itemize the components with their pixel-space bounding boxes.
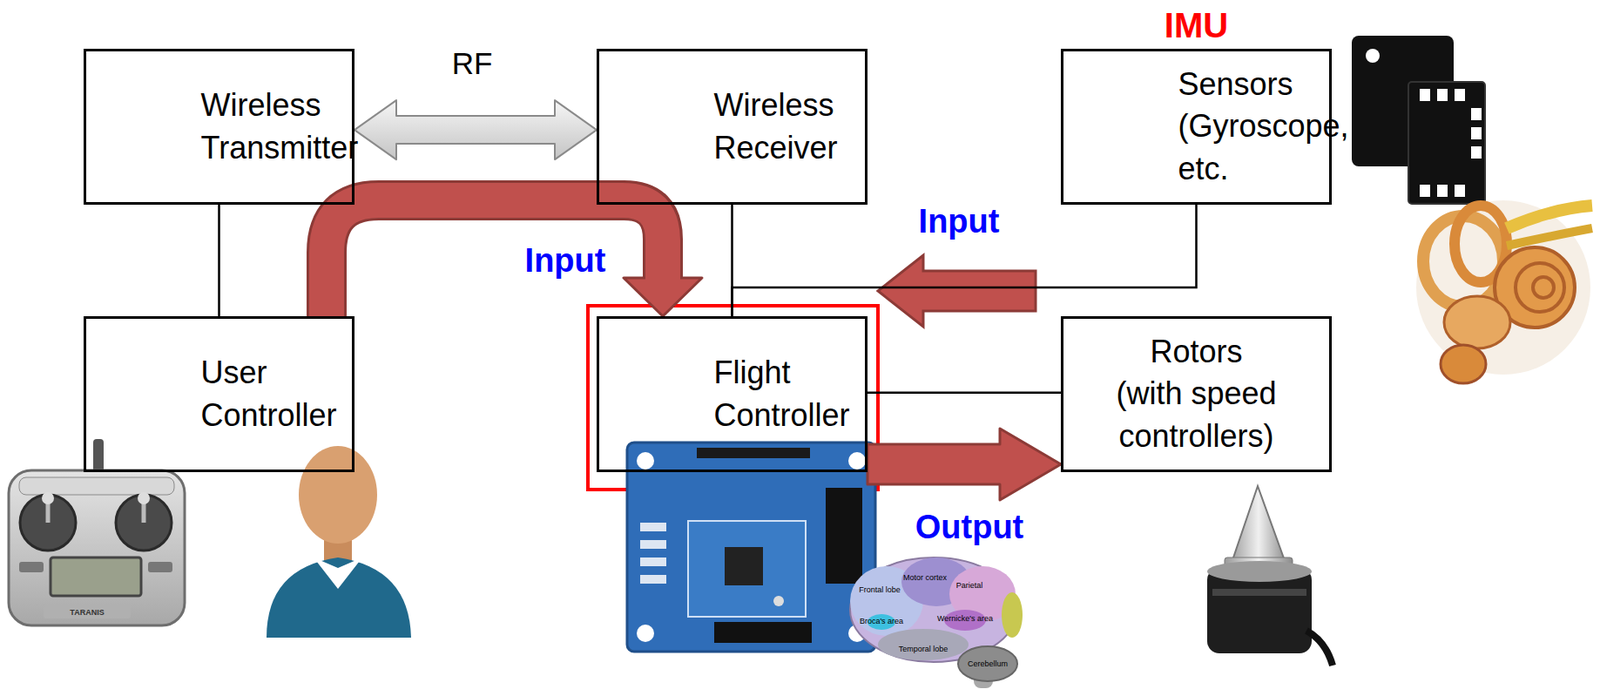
inner-ear-picture-part <box>1506 205 1593 229</box>
imu-chip-picture-part <box>1419 184 1431 197</box>
radio-transmitter-picture-part <box>41 492 55 505</box>
box-label: Wireless Transmitter <box>201 84 238 169</box>
connector <box>354 100 597 160</box>
imu-chip-picture-part <box>1419 88 1431 102</box>
radio-transmitter-picture-part <box>8 470 185 626</box>
flight-controller-board-picture-part <box>848 452 866 470</box>
flight-controller-board-picture-part <box>714 621 812 643</box>
motor-picture-part <box>1306 630 1333 666</box>
inner-ear-picture-part <box>1416 200 1591 375</box>
inner-ear-picture-part <box>1515 263 1565 312</box>
imu-chip-picture-part <box>1365 48 1380 63</box>
process-box: Wireless Receiver <box>596 48 868 205</box>
user-person-icon <box>266 445 412 638</box>
process-box: Rotors (with speed controllers) <box>1060 316 1332 473</box>
brain-picture <box>850 557 1023 689</box>
connector <box>326 200 703 317</box>
flight-controller-board-picture-part <box>640 540 667 549</box>
arrow-head <box>623 277 703 317</box>
connector <box>867 391 1061 393</box>
motor-picture <box>1207 486 1333 666</box>
flight-controller-board-picture-part <box>825 487 863 584</box>
brain-region-label: Broca's area <box>859 616 904 626</box>
motor-picture-part <box>1207 560 1312 582</box>
input-block-arrow <box>877 255 1036 327</box>
input-label: Input <box>918 202 1000 242</box>
brain-picture-part <box>958 646 1018 682</box>
flight-controller-board-picture-part <box>627 442 876 652</box>
connector <box>218 204 220 317</box>
brain-region-label: Wernicke's area <box>937 614 993 623</box>
edge-label: Input <box>525 242 607 281</box>
connector-line <box>217 204 221 317</box>
user-person-icon-part <box>298 445 378 544</box>
box-label: Rotors (with speed controllers) <box>1114 330 1278 459</box>
brain-picture-part <box>1001 592 1023 638</box>
radio-transmitter-picture-part <box>43 604 131 619</box>
box-label: Flight Controller <box>714 351 751 437</box>
user-person-icon-part <box>266 557 412 638</box>
process-box: Wireless Transmitter <box>83 48 355 205</box>
motor-picture-part <box>1229 486 1288 568</box>
inner-ear-picture-part <box>1444 296 1511 349</box>
inner-ear-picture-part <box>1506 228 1593 246</box>
flight-controller-board-picture-part <box>640 557 667 567</box>
inner-ear-picture-part <box>1423 216 1504 307</box>
radio-transmitter-picture-part <box>137 492 150 505</box>
connector-line <box>867 391 1061 394</box>
flight-controller-board-picture <box>627 442 876 652</box>
rf-double-arrow <box>354 100 597 160</box>
box-label: Sensors (Gyroscope, etc. <box>1178 63 1216 191</box>
imu-chip-picture-part <box>1437 88 1448 102</box>
imu-chip-picture-part <box>1454 184 1465 197</box>
brain-picture-part <box>877 628 969 661</box>
radio-transmitter-picture <box>8 438 185 626</box>
block-arrow-outline <box>326 200 663 317</box>
edge-label: Output <box>915 508 1025 547</box>
brain-region-label: Motor cortex <box>903 573 947 582</box>
imu-chip-picture-part <box>1437 184 1448 197</box>
process-box: IMUSensors (Gyroscope, etc. <box>1060 48 1332 205</box>
inner-ear-picture-part <box>1532 276 1554 298</box>
flight-controller-board-picture-part <box>640 574 667 584</box>
box-label: User Controller <box>201 351 238 437</box>
inner-ear-picture <box>1416 200 1593 384</box>
brain-region-label: Cerebellum <box>967 659 1008 669</box>
flight-controller-board-picture-part <box>688 520 806 617</box>
radio-transmitter-picture-part <box>19 477 175 495</box>
flight-controller-board-picture-part <box>636 452 655 470</box>
brain-region-label: Frontal lobe <box>858 585 901 595</box>
flight-controller-board-picture-part <box>640 522 667 532</box>
block-arrow <box>326 200 663 317</box>
motor-picture-part <box>1212 588 1307 596</box>
imu-chip-picture <box>1351 35 1486 204</box>
flight-controller-board-picture-part <box>696 447 811 459</box>
user-person-icon-part <box>313 557 363 589</box>
edge-label: RF <box>452 46 493 82</box>
process-box: Flight Controller <box>596 316 868 473</box>
process-box: User Controller <box>83 316 355 473</box>
inner-ear-picture-part <box>1440 344 1486 384</box>
flight-controller-board-picture-part <box>724 546 763 586</box>
connector <box>867 428 1061 500</box>
imu-chip-picture-part <box>1471 108 1482 121</box>
imu-chip-picture-part <box>1454 88 1465 102</box>
radio-transmitter-picture-part <box>19 561 44 573</box>
flight-controller-board-picture-part <box>773 595 784 607</box>
imu-chip-picture-part <box>1408 81 1486 204</box>
box-heading: IMU <box>1063 6 1330 45</box>
imu-chip-picture-part <box>1471 127 1482 140</box>
brain-region-label: Parietal <box>956 580 984 590</box>
brain-region-label: Temporal lobe <box>898 644 949 654</box>
brand-text: TARANIS <box>69 607 104 617</box>
radio-transmitter-picture-part <box>148 561 173 573</box>
radio-transmitter-picture-part <box>50 557 142 596</box>
imu-chip-picture-part <box>1471 146 1482 159</box>
flight-controller-board-picture-part <box>636 624 655 642</box>
box-label: Wireless Receiver <box>714 84 751 169</box>
block-arrow <box>867 428 1061 500</box>
